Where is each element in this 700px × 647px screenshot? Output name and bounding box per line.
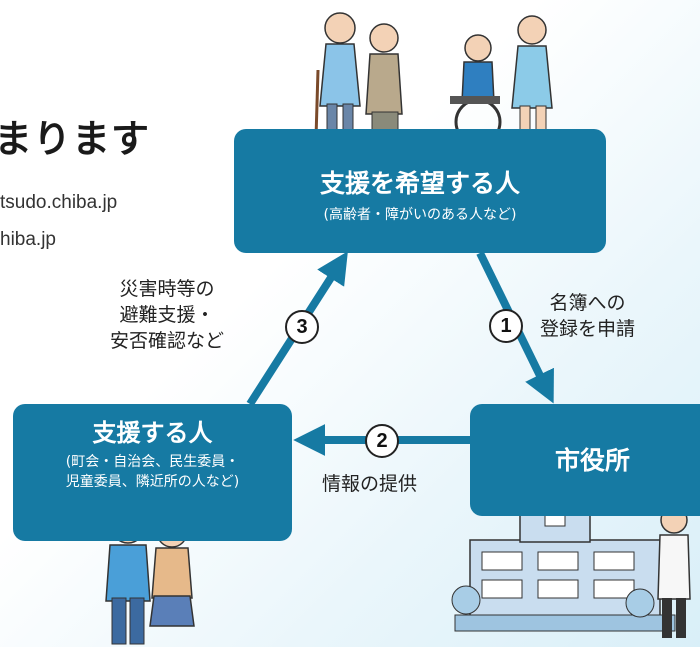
step-1-badge: 1 xyxy=(489,309,523,343)
supporter-subtitle-line-2: 児童委員、隣近所の人など) xyxy=(65,474,240,490)
headline: まります xyxy=(0,117,151,161)
step-3-label-line-1: 災害時等の xyxy=(119,278,215,300)
step-2-label: 情報の提供 xyxy=(322,473,418,495)
city-hall-title: 市役所 xyxy=(554,446,630,475)
step-3-label-line-3: 安否確認など xyxy=(110,330,225,352)
step-3-label-line-2: 避難支援・ xyxy=(119,304,215,326)
elderly-couple-illustration xyxy=(314,12,403,139)
url-line-1[interactable]: tsudo.chiba.jp xyxy=(0,192,118,213)
step-3-label: 災害時等の 避難支援・ 安否確認など xyxy=(110,276,224,354)
url-line-2[interactable]: hiba.jp xyxy=(0,229,56,250)
step-1-label: 名簿への 登録を申請 xyxy=(540,290,635,342)
supporter-subtitle-line-1: (町会・自治会、民生委員・ xyxy=(65,454,240,470)
step-3-badge: 3 xyxy=(285,310,319,344)
box-support-requester: 支援を希望する人 (高齢者・障がいのある人など) xyxy=(234,129,606,253)
wheelchair-caregiver-illustration xyxy=(450,15,553,146)
support-requester-subtitle: (高齢者・障がいのある人など) xyxy=(323,207,517,223)
step-2-badge: 2 xyxy=(365,424,399,458)
support-requester-title: 支援を希望する人 xyxy=(319,169,520,198)
step-1-label-line-1: 名簿への xyxy=(549,292,626,314)
box-supporter: 支援する人 (町会・自治会、民生委員・ 児童委員、隣近所の人など) xyxy=(13,404,292,541)
supporter-subtitle: (町会・自治会、民生委員・ 児童委員、隣近所の人など) xyxy=(13,452,292,492)
step-1-label-line-2: 登録を申請 xyxy=(540,318,636,340)
box-city-hall: 市役所 xyxy=(470,404,700,516)
supporter-title: 支援する人 xyxy=(92,419,213,447)
